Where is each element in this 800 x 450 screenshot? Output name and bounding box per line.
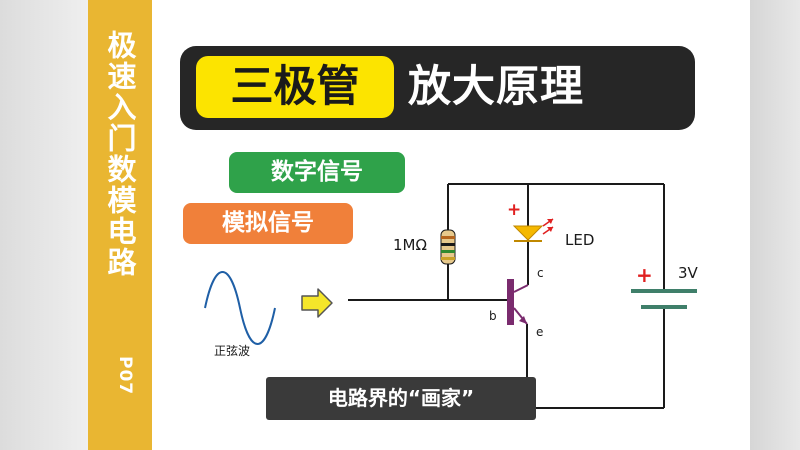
resistor-label: 1MΩ bbox=[393, 236, 427, 254]
resistor bbox=[440, 229, 456, 265]
series-title: 极速入门数模电路 bbox=[103, 30, 137, 278]
title-text: 放大原理 bbox=[408, 62, 584, 112]
caption-banner: 电路界的“画家” bbox=[266, 377, 536, 420]
arrow-icon bbox=[301, 288, 333, 318]
battery-voltage-label: 3V bbox=[678, 264, 698, 282]
page-number: P07 bbox=[115, 356, 135, 396]
analog-signal-badge: 模拟信号 bbox=[183, 203, 353, 244]
collector-pin-label: c bbox=[537, 266, 544, 280]
led-polarity-mark: + bbox=[507, 200, 522, 220]
circuit-wires bbox=[348, 183, 665, 409]
title-highlight-text: 三极管 bbox=[230, 62, 360, 112]
side-strip bbox=[88, 0, 152, 450]
title-highlight-box bbox=[196, 56, 394, 118]
right-background bbox=[750, 0, 800, 450]
sine-wave bbox=[204, 271, 276, 345]
battery bbox=[631, 289, 697, 309]
emitter-pin-label: e bbox=[536, 325, 544, 339]
base-pin-label: b bbox=[489, 309, 497, 323]
left-background bbox=[0, 0, 88, 450]
led-label: LED bbox=[565, 231, 595, 249]
sine-wave-label: 正弦波 bbox=[214, 344, 251, 358]
battery-polarity-mark: + bbox=[636, 263, 653, 287]
transistor bbox=[507, 279, 529, 325]
led-icon bbox=[512, 218, 554, 242]
digital-signal-badge: 数字信号 bbox=[229, 152, 405, 193]
